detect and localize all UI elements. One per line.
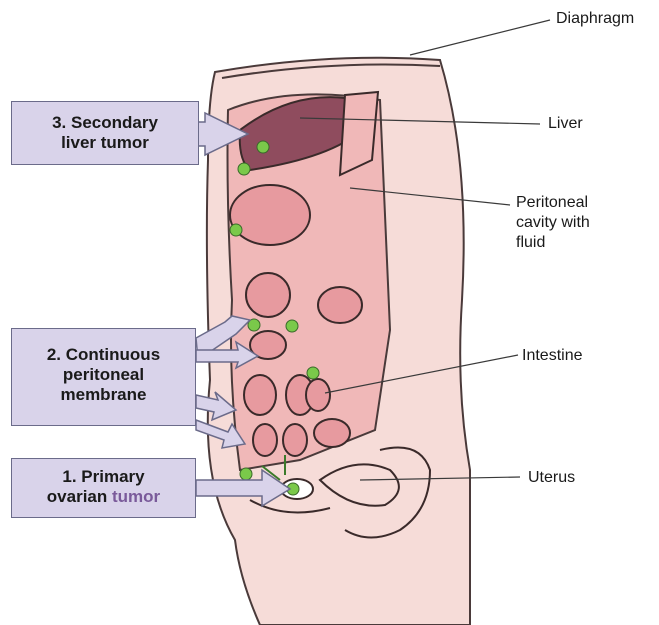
intestine-loop (314, 419, 350, 447)
label-diaphragm: Diaphragm (556, 9, 634, 29)
leader-diaphragm (410, 20, 550, 55)
intestine-loop (253, 424, 277, 456)
label-line: fluid (516, 233, 590, 253)
tumor-dot (257, 141, 269, 153)
intestine-loop (306, 379, 330, 411)
label-uterus: Uterus (528, 468, 575, 488)
label-peritoneal-cavity: Peritoneal cavity with fluid (516, 193, 590, 253)
label-liver: Liver (548, 114, 583, 134)
tumor-dot (230, 224, 242, 236)
callout-continuous-membrane: 2. Continuous peritoneal membrane (11, 328, 196, 426)
callout-text-accent: tumor (112, 487, 160, 506)
tumor-dot (307, 367, 319, 379)
intestine-loop (318, 287, 362, 323)
callout-text: peritoneal (12, 365, 195, 385)
intestine-loop (246, 273, 290, 317)
intestine-loop (244, 375, 276, 415)
callout-text: liver tumor (12, 133, 198, 153)
intestine-loop (283, 424, 307, 456)
label-intestine: Intestine (522, 346, 582, 366)
callout-text: 1. Primary (12, 467, 195, 487)
callout-text: 3. Secondary (12, 113, 198, 133)
tumor-dot (240, 468, 252, 480)
organ-upper (230, 185, 310, 245)
callout-text: ovarian (47, 487, 107, 506)
callout-text: 2. Continuous (12, 345, 195, 365)
label-line: Peritoneal (516, 193, 590, 213)
tumor-dot (286, 320, 298, 332)
callout-secondary-liver-tumor: 3. Secondary liver tumor (11, 101, 199, 165)
tumor-dot (238, 163, 250, 175)
label-line: cavity with (516, 213, 590, 233)
callout-primary-ovarian-tumor: 1. Primary ovarian tumor (11, 458, 196, 518)
callout-text: membrane (12, 385, 195, 405)
